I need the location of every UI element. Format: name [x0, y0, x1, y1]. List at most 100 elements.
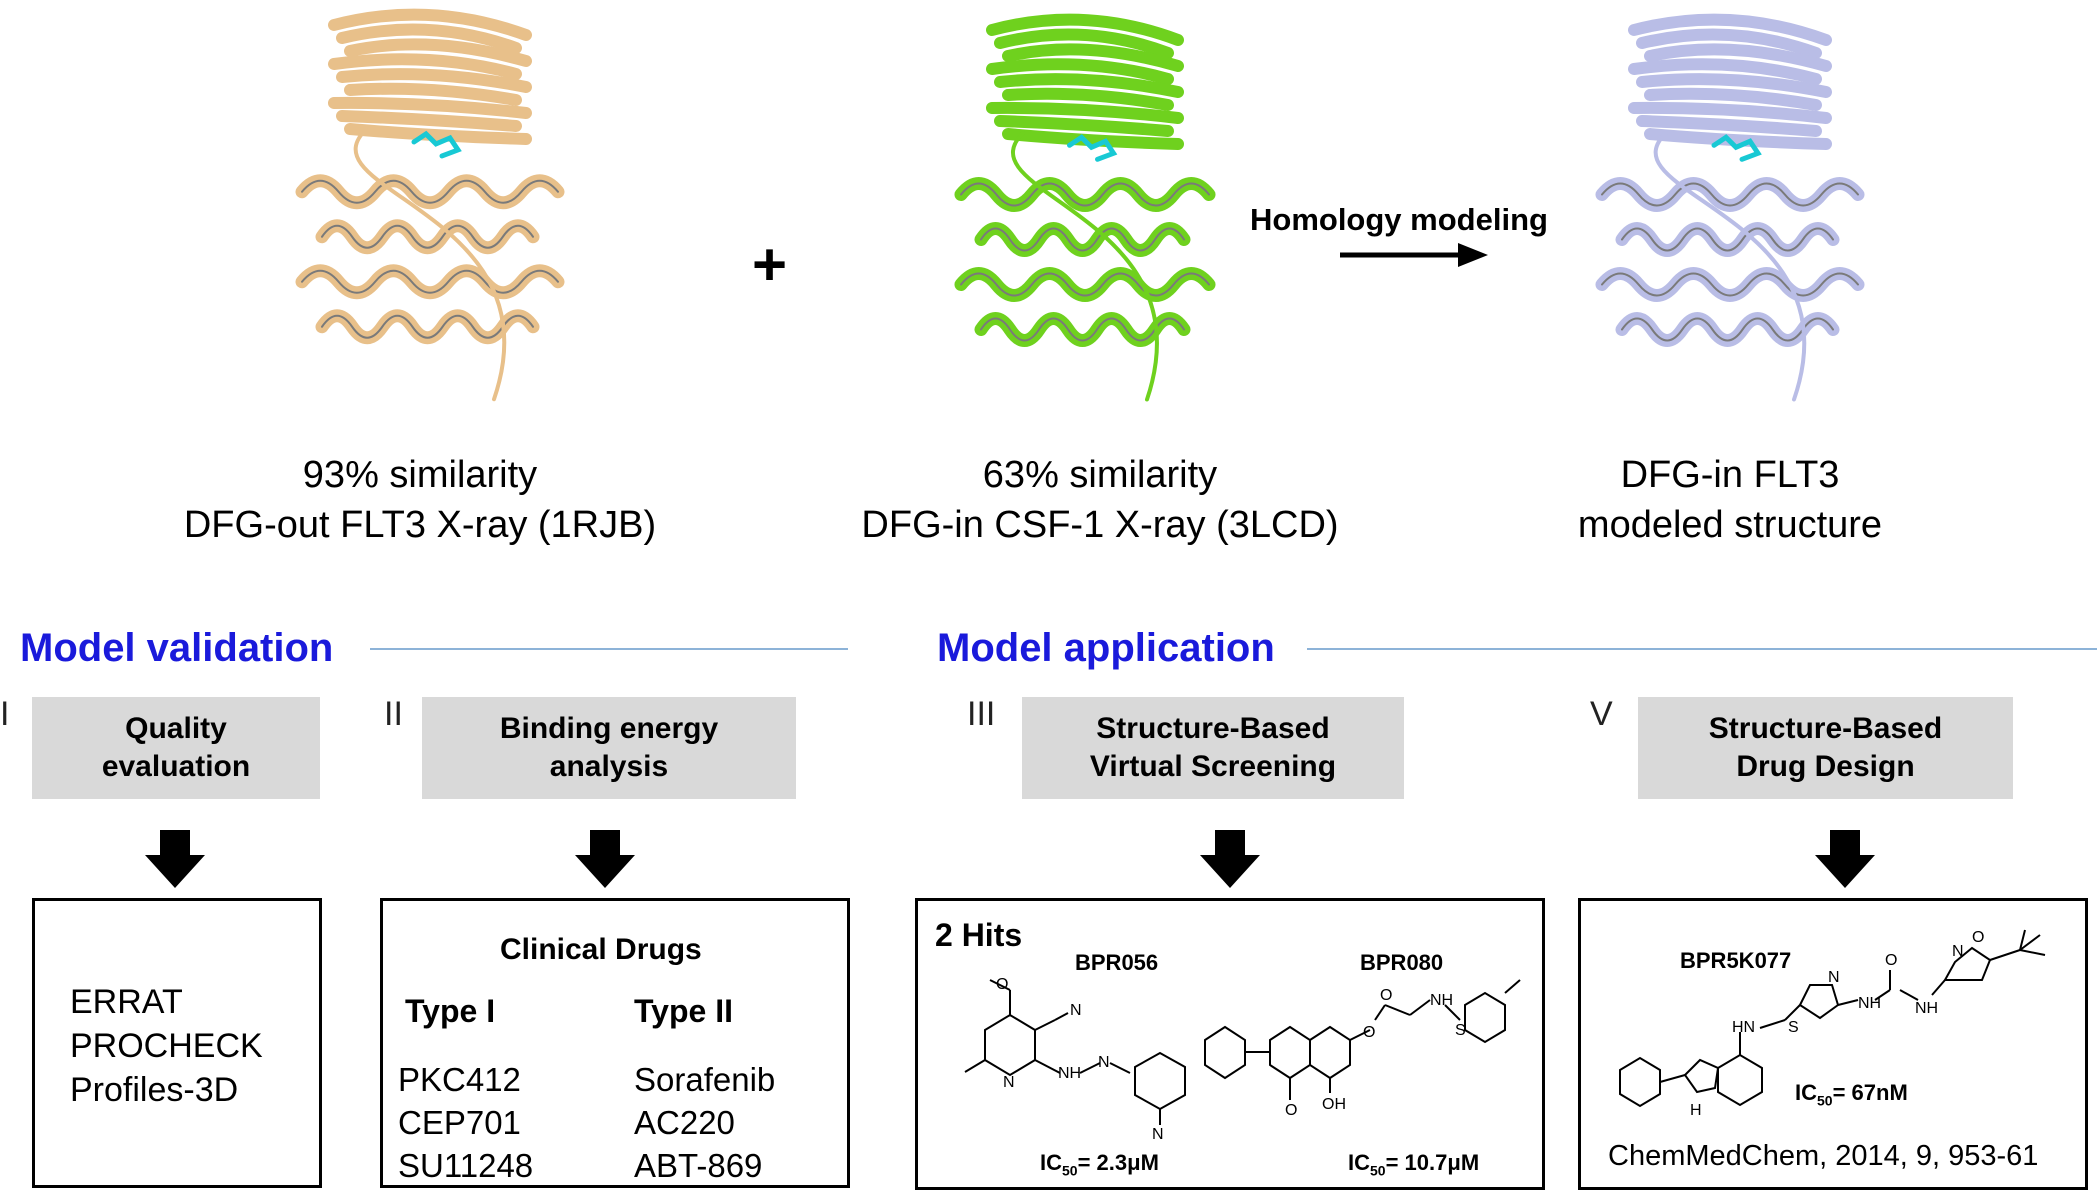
- type-ii-drug-list: Sorafenib AC220 ABT-869: [634, 1058, 775, 1187]
- alpha-helix: [295, 174, 565, 210]
- alpha-helix: [960, 272, 1210, 297]
- down-arrow-icon: [575, 830, 635, 888]
- quality-tools-box: [32, 898, 322, 1188]
- clinical-drugs-box: [380, 898, 850, 1188]
- beta-strand: [344, 123, 532, 145]
- beta-strand: [986, 58, 1174, 85]
- loop: [1653, 131, 1807, 402]
- protein-structure-model: [1595, 13, 1865, 402]
- drug-name: Sorafenib: [634, 1061, 776, 1098]
- drug-name: PKC412: [398, 1061, 521, 1098]
- step-number: II: [384, 695, 403, 733]
- beta-strand: [1628, 13, 1832, 46]
- beta-strand: [344, 82, 522, 106]
- step-number: III: [967, 695, 996, 733]
- drug-name: AC220: [634, 1104, 735, 1141]
- svg-text:O: O: [1380, 987, 1392, 1004]
- beta-strand: [986, 101, 1184, 124]
- screening-hits-box: [915, 898, 1545, 1190]
- svg-text:NH: NH: [1430, 992, 1453, 1009]
- svg-text:NH: NH: [1058, 1065, 1081, 1082]
- svg-text:O: O: [1972, 929, 1984, 946]
- caption-model: DFG-in FLT3 modeled structure: [1577, 454, 1883, 546]
- type-i-header: Type I: [405, 993, 496, 1029]
- beta-strand: [336, 68, 532, 93]
- beta-strand: [1002, 128, 1184, 150]
- type-i-drug-list: PKC412 CEP701 SU11248: [398, 1058, 533, 1187]
- compound-bpr080-label: BPR080: [1360, 950, 1444, 975]
- beta-strand: [1636, 115, 1822, 137]
- svg-text:N: N: [1152, 1126, 1164, 1143]
- right-arrow-icon: [1340, 243, 1488, 267]
- down-arrow-icon: [1815, 830, 1875, 888]
- tool-profiles-3d: Profiles-3D: [70, 1071, 239, 1109]
- svg-text:O: O: [1885, 952, 1897, 969]
- beta-strand: [994, 73, 1184, 98]
- svg-text:H: H: [1690, 1102, 1702, 1119]
- protein-structure-3lcd: [954, 13, 1216, 402]
- svg-text:NH: NH: [1915, 1000, 1938, 1017]
- beta-strand: [1628, 101, 1832, 124]
- beta-strand: [1644, 87, 1822, 111]
- alpha-helix: [1615, 222, 1840, 257]
- beta-strand: [1644, 43, 1832, 72]
- loop: [353, 127, 507, 402]
- alpha-helix: [980, 317, 1185, 342]
- drug-name: CEP701: [398, 1104, 521, 1141]
- application-divider: [1307, 648, 2097, 650]
- svg-text:HN: HN: [1732, 1019, 1755, 1036]
- svg-text:S: S: [1455, 1022, 1466, 1039]
- alpha-helix: [980, 227, 1185, 252]
- alpha-helix: [321, 224, 534, 249]
- tool-procheck: PROCHECK: [70, 1027, 263, 1065]
- compound-bpr5k077-label: BPR5K077: [1680, 948, 1792, 973]
- hits-title: 2 Hits: [935, 917, 1023, 953]
- beta-strand: [1002, 43, 1184, 72]
- down-arrow-icon: [145, 830, 205, 888]
- drug-design-box: [1578, 898, 2088, 1190]
- caption-1rjb: 93% similarity DFG-out FLT3 X-ray (1RJB): [183, 454, 657, 546]
- ic50-bpr080: IC50= 10.7μM: [1348, 1150, 1480, 1179]
- alpha-helix: [301, 179, 559, 204]
- svg-text:N: N: [1098, 1054, 1110, 1071]
- svg-text:N: N: [1952, 943, 1964, 960]
- drug-name: ABT-869: [634, 1147, 763, 1184]
- beta-strand: [1002, 87, 1174, 111]
- type-ii-header: Type II: [634, 993, 733, 1029]
- model-validation-title: Model validation: [20, 626, 334, 670]
- validation-divider: [370, 648, 848, 650]
- alpha-helix: [1595, 177, 1865, 212]
- step-number: I: [0, 695, 10, 733]
- clinical-drugs-title: Clinical Drugs: [500, 933, 702, 966]
- svg-text:NH: NH: [1858, 995, 1881, 1012]
- svg-text:O: O: [1363, 1024, 1375, 1041]
- alpha-helix: [1601, 272, 1859, 297]
- beta-strand: [1628, 58, 1822, 85]
- alpha-helix: [1601, 182, 1859, 207]
- alpha-helix: [321, 314, 534, 339]
- alpha-helix: [315, 219, 540, 255]
- beta-strand: [986, 13, 1184, 46]
- svg-text:S: S: [1788, 1019, 1799, 1036]
- beta-strand: [1644, 128, 1832, 150]
- drug-name: SU11248: [398, 1147, 534, 1184]
- step-number: V: [1590, 695, 1613, 733]
- beta-strand: [994, 115, 1174, 137]
- down-arrow-icon: [1200, 830, 1260, 888]
- svg-text:O: O: [996, 976, 1008, 993]
- beta-strand: [1636, 73, 1832, 98]
- alpha-helix: [974, 222, 1191, 257]
- svg-text:N: N: [1070, 1002, 1082, 1019]
- beta-strand: [328, 8, 532, 41]
- beta-strand: [328, 96, 532, 119]
- alpha-helix: [1595, 267, 1865, 302]
- ligand: [411, 130, 462, 159]
- ligand: [1067, 134, 1118, 162]
- caption-3lcd: 63% similarity DFG-in CSF-1 X-ray (3LCD): [861, 454, 1339, 546]
- quality-tools-list: ERRAT PROCHECK Profiles-3D: [70, 980, 263, 1112]
